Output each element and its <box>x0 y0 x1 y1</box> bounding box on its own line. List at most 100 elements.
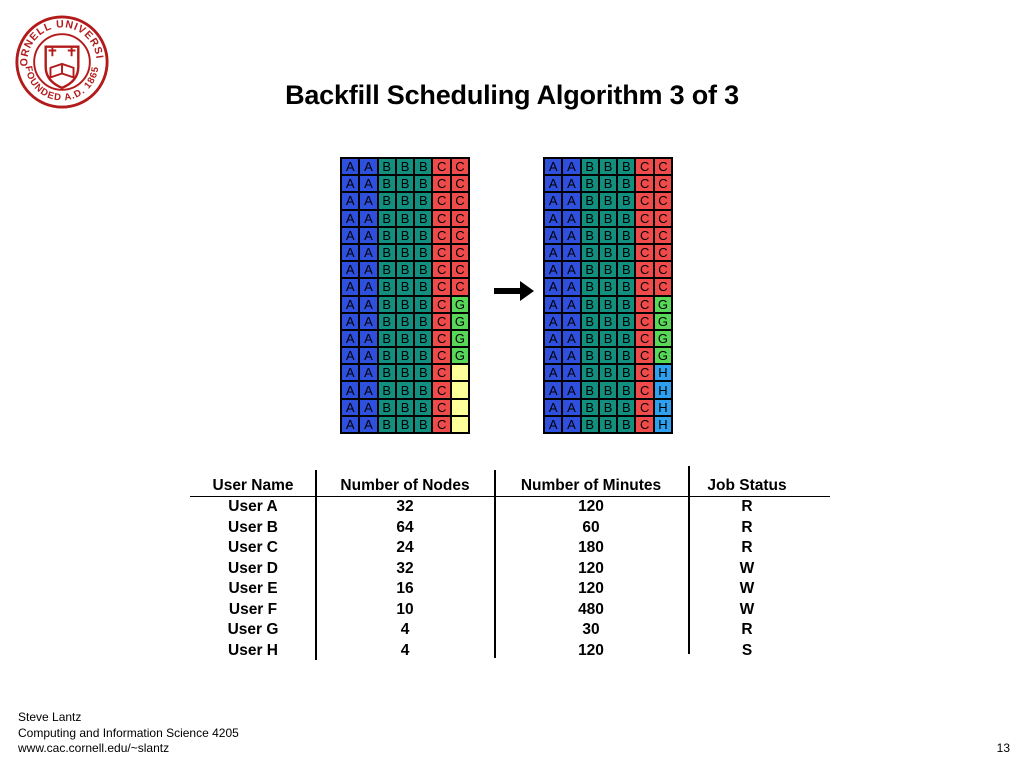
node-cell-job-c: C <box>432 243 451 262</box>
node-cell-job-b: B <box>377 209 396 227</box>
node-cell-job-c: C <box>635 295 654 313</box>
node-cell-job-b: B <box>414 261 433 279</box>
node-cell-job-b: B <box>598 209 618 227</box>
node-cell-job-a: A <box>544 398 563 416</box>
node-cell-job-b: B <box>598 312 618 330</box>
node-cell-job-a: A <box>359 192 378 210</box>
node-cell-job-a: A <box>341 209 360 227</box>
node-cell-job-a: A <box>341 398 360 416</box>
node-cell-empty <box>450 415 470 433</box>
page-number: 13 <box>996 741 1010 755</box>
node-cell-job-b: B <box>580 398 599 416</box>
node-cell-job-a: A <box>341 415 360 433</box>
node-cell-job-c: C <box>432 209 451 227</box>
node-cell-job-a: A <box>562 175 581 193</box>
node-cell-job-a: A <box>544 243 563 262</box>
node-cell-job-a: A <box>359 347 378 365</box>
cell-node-count: 16 <box>396 580 414 598</box>
node-cell-job-b: B <box>617 381 636 399</box>
header-number-of-minutes: Number of Minutes <box>520 477 662 494</box>
node-cell-job-a: A <box>544 381 563 399</box>
node-cell-job-c: C <box>635 329 654 348</box>
node-cell-job-b: B <box>414 158 433 176</box>
node-cell-job-a: A <box>341 175 360 193</box>
node-cell-job-c: C <box>635 364 654 382</box>
cell-job-status: W <box>739 600 755 618</box>
node-cell-job-g: G <box>450 312 470 330</box>
node-cell-job-c: C <box>653 192 673 210</box>
cell-job-status: W <box>739 580 755 598</box>
node-cell-job-b: B <box>377 312 396 330</box>
node-cell-job-c: C <box>432 192 451 210</box>
node-cell-job-g: G <box>653 295 673 313</box>
node-cell-job-c: C <box>450 175 470 193</box>
node-cell-job-c: C <box>450 192 470 210</box>
node-cell-job-b: B <box>617 261 636 279</box>
node-cell-job-c: C <box>635 209 654 227</box>
node-cell-job-b: B <box>395 329 415 348</box>
node-cell-job-c: C <box>432 347 451 365</box>
node-cell-job-a: A <box>544 278 563 296</box>
node-cell-job-b: B <box>414 415 433 433</box>
node-cell-job-b: B <box>617 158 636 176</box>
node-cell-job-a: A <box>562 243 581 262</box>
node-cell-job-a: A <box>562 347 581 365</box>
node-cell-job-b: B <box>395 347 415 365</box>
node-cell-empty <box>450 364 470 382</box>
node-cell-job-a: A <box>562 158 581 176</box>
node-cell-job-c: C <box>450 158 470 176</box>
node-cell-job-a: A <box>359 381 378 399</box>
node-cell-job-a: A <box>359 329 378 348</box>
cornell-seal-logo: CORNELL UNIVERSITY FOUNDED A.D. 1865 <box>14 14 109 109</box>
node-cell-job-c: C <box>635 226 654 244</box>
node-cell-job-b: B <box>580 175 599 193</box>
node-cell-job-b: B <box>580 209 599 227</box>
node-cell-job-b: B <box>414 209 433 227</box>
node-cell-job-a: A <box>544 192 563 210</box>
node-cell-job-b: B <box>377 278 396 296</box>
node-cell-job-c: C <box>653 226 673 244</box>
node-cell-job-b: B <box>598 243 618 262</box>
node-cell-job-a: A <box>562 209 581 227</box>
node-cell-job-b: B <box>395 415 415 433</box>
cell-job-status: R <box>741 621 753 639</box>
node-cell-job-b: B <box>395 243 415 262</box>
node-cell-job-b: B <box>598 226 618 244</box>
node-cell-job-b: B <box>395 209 415 227</box>
node-cell-job-b: B <box>598 192 618 210</box>
node-cell-empty <box>450 398 470 416</box>
cell-user-name: User A <box>228 498 278 516</box>
node-cell-job-b: B <box>580 158 599 176</box>
node-cell-job-c: C <box>653 278 673 296</box>
node-cell-job-a: A <box>359 243 378 262</box>
node-cell-job-a: A <box>341 295 360 313</box>
node-cell-job-b: B <box>617 329 636 348</box>
node-cell-job-b: B <box>395 226 415 244</box>
node-cell-job-b: B <box>414 398 433 416</box>
node-cell-job-b: B <box>617 312 636 330</box>
node-cell-job-g: G <box>450 329 470 348</box>
node-cell-job-b: B <box>580 243 599 262</box>
node-cell-job-a: A <box>359 226 378 244</box>
node-cell-job-b: B <box>617 209 636 227</box>
node-cell-job-b: B <box>395 192 415 210</box>
node-cell-job-a: A <box>341 381 360 399</box>
node-cell-job-b: B <box>580 192 599 210</box>
node-cell-job-c: C <box>432 278 451 296</box>
node-cell-job-c: C <box>653 243 673 262</box>
node-cell-job-b: B <box>377 295 396 313</box>
node-cell-job-c: C <box>432 261 451 279</box>
node-cell-job-c: C <box>450 261 470 279</box>
node-cell-job-h: H <box>653 415 673 433</box>
node-cell-job-a: A <box>341 278 360 296</box>
node-cell-job-h: H <box>653 398 673 416</box>
node-cell-job-b: B <box>580 312 599 330</box>
node-cell-job-b: B <box>617 398 636 416</box>
table-divider <box>688 466 690 654</box>
node-cell-job-c: C <box>635 192 654 210</box>
node-cell-job-b: B <box>395 312 415 330</box>
node-cell-job-b: B <box>395 261 415 279</box>
node-cell-job-a: A <box>341 158 360 176</box>
